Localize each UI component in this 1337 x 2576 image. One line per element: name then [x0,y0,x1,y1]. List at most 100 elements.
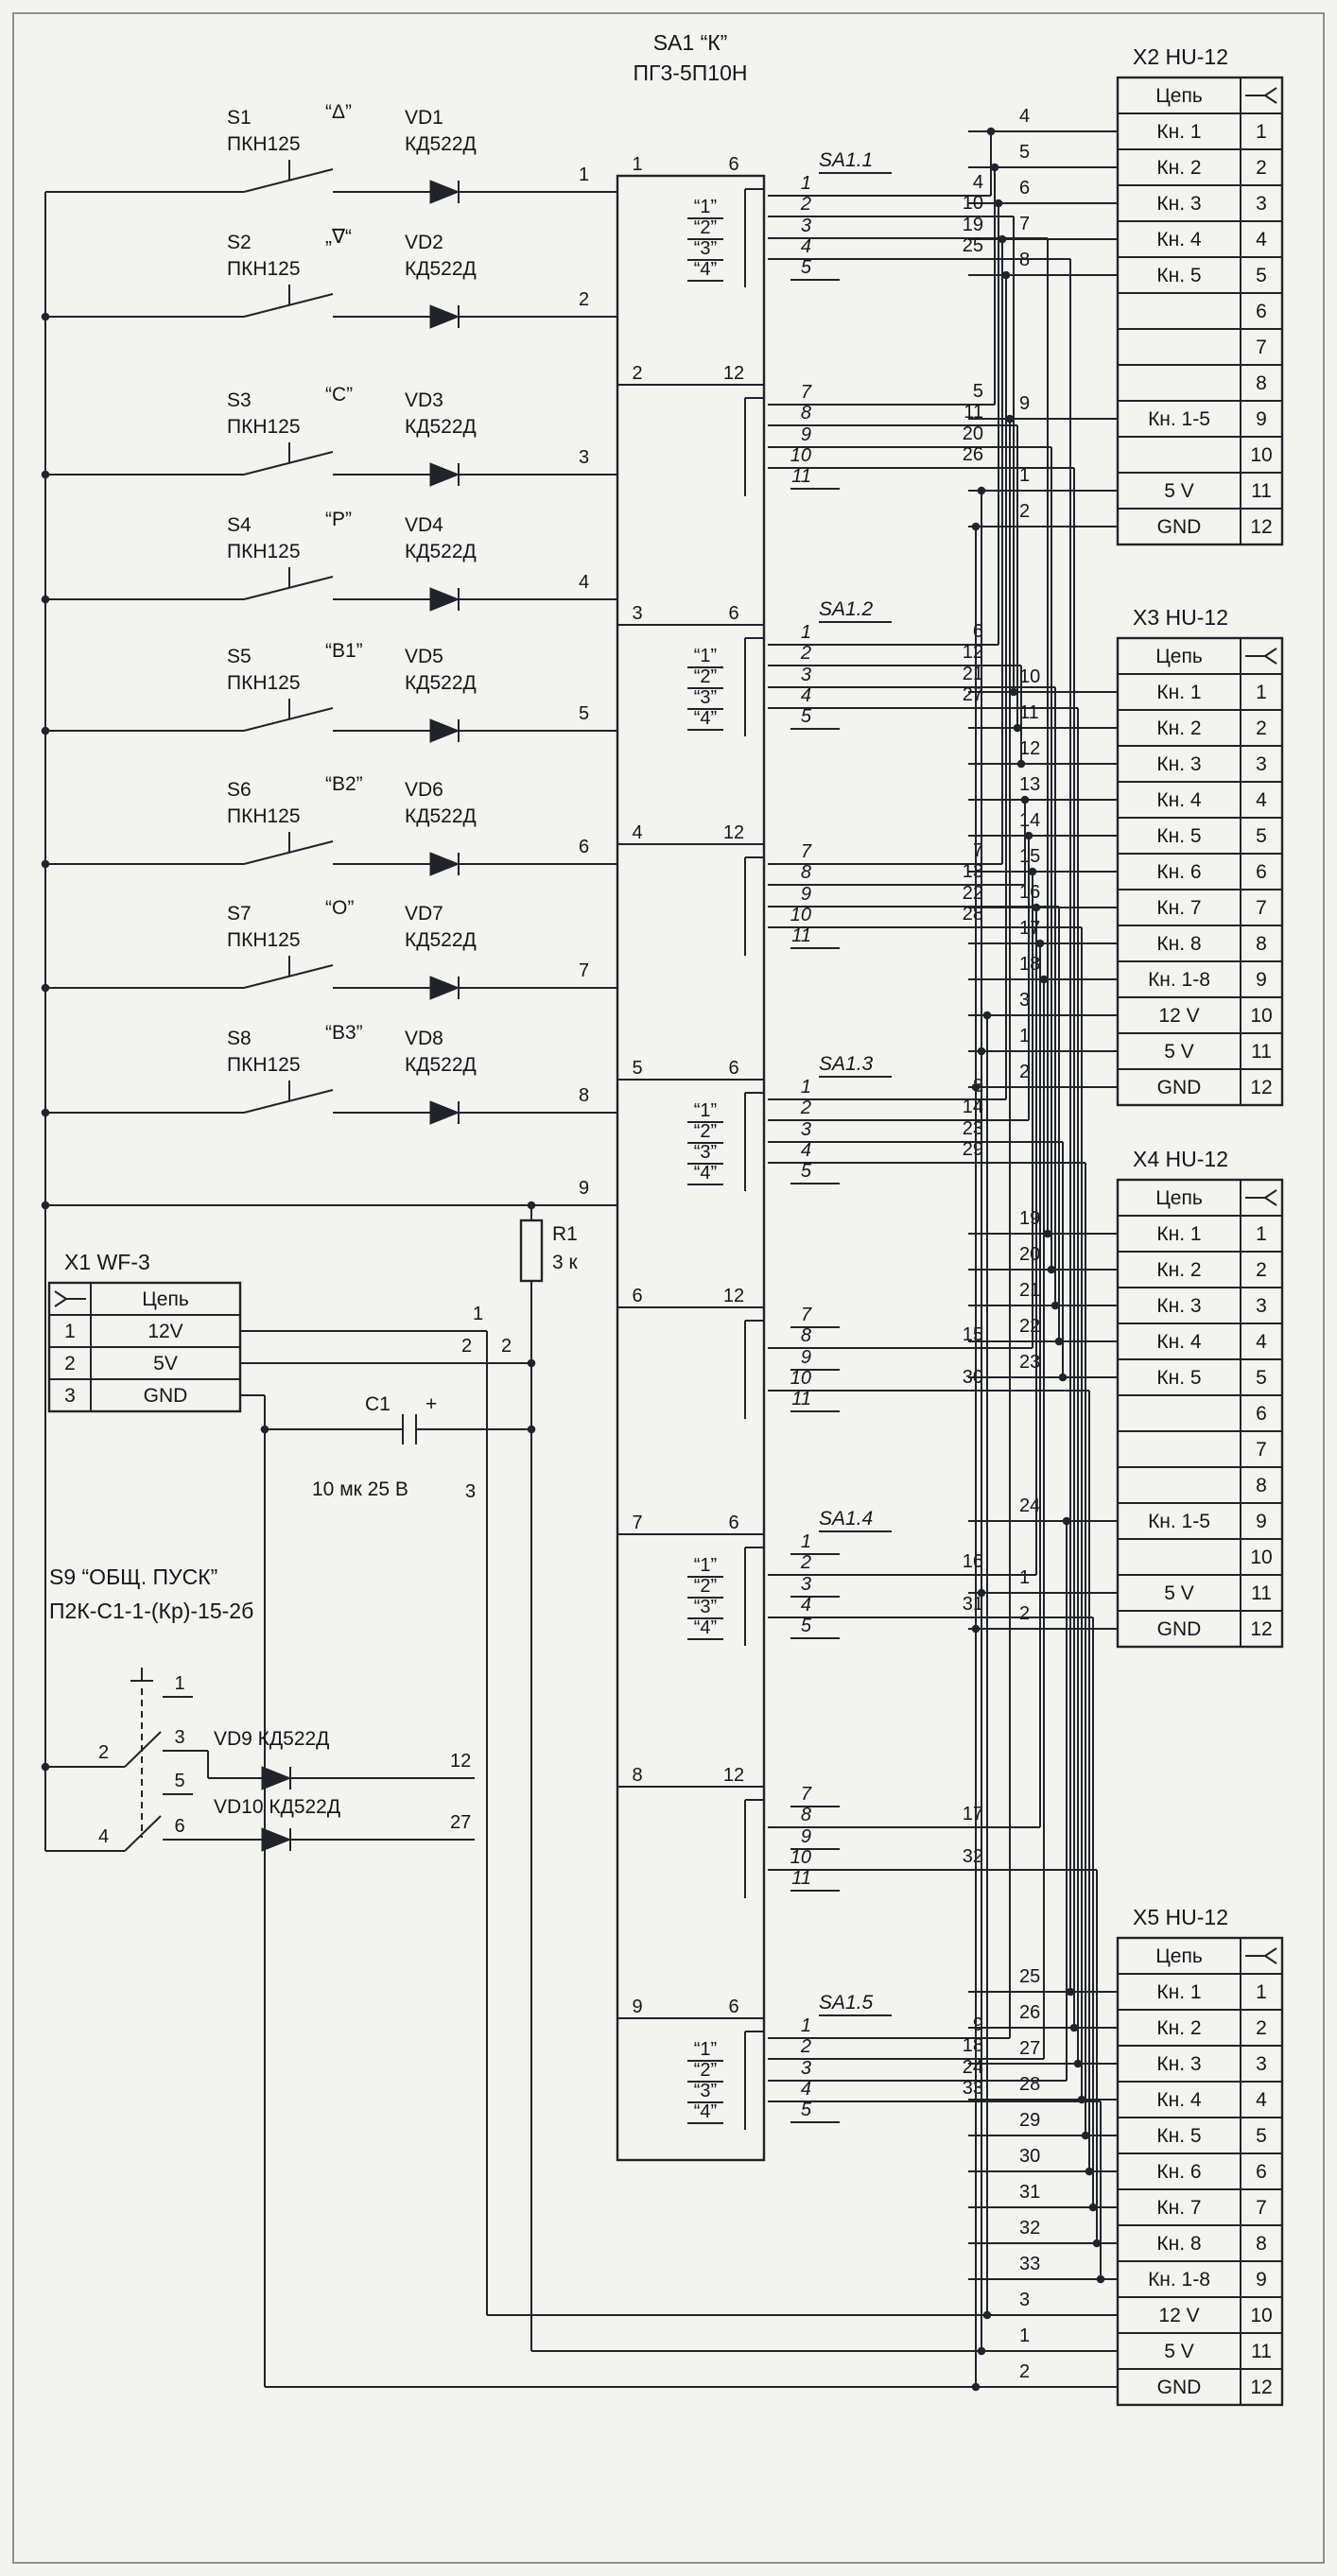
switch-type: ПКН125 [227,258,301,280]
junction-dot [1096,2274,1105,2284]
sa1-position-label: “3” [694,1142,717,1163]
sa1-contact-number: 1 [801,173,811,194]
circuit-cell: Кн. 5 [1156,2125,1201,2147]
sa1-contact-number: 3 [801,2058,811,2079]
pin-cell: 3 [1256,1295,1267,1317]
junction-dot [977,1046,986,1056]
diode-type: КД522Д [405,133,477,155]
wire-number: 6 [579,837,589,857]
switch-ref: S1 [227,107,252,129]
pin-cell: 4 [1256,789,1267,811]
sa1-position-label: “2” [694,1576,717,1597]
table-circuit-header: Цепь [1155,85,1203,107]
circuit-cell: 5 V [1164,1041,1194,1063]
wire-number: 15 [963,1324,983,1345]
junction-dot [1039,975,1049,984]
sa1-position-label: “2” [694,2060,717,2081]
circuit-cell: Кн. 3 [1156,193,1201,215]
switch-type: ПКН125 [227,672,301,694]
pin-cell: 1 [1256,121,1267,143]
pin-cell: 12 [1250,1077,1272,1098]
pin-cell: 6 [1256,2161,1267,2183]
junction-dot [1081,2131,1090,2140]
wire-number: 23 [963,1118,983,1139]
pin-cell: 2 [1256,157,1267,179]
sa1-contact-number: 10 [790,445,811,466]
sa1-contact-number: 8 [801,1805,811,1825]
pin-cell: 4 [1256,1331,1267,1353]
sa1-title: SA1 “К” [652,30,728,55]
wire-number: 13 [1019,774,1040,795]
sa1-position-label: “3” [694,687,717,708]
switch-cap-label: “Δ” [325,101,352,123]
pin-cell: 7 [1256,897,1267,919]
circuit-cell: GND [1157,516,1202,538]
wire-number: 24 [963,2057,983,2078]
capacitor-value: 10 мк 25 В [312,1478,408,1500]
connector-title: X1 WF-3 [64,1250,150,1274]
circuit-cell: Кн. 1 [1156,1981,1201,2003]
switch-type: П2К-С1-1-(Кр)-15-2б [49,1599,253,1623]
wire-number: 7 [973,840,983,861]
circuit-cell: Кн. 2 [1156,717,1201,739]
sa1-contact-number: 4 [801,1140,811,1161]
junction-dot [1092,2239,1102,2248]
plug-symbol-icon [54,1290,67,1300]
pin-cell: 1 [64,1321,76,1342]
sa1-position-label: “4” [694,708,717,729]
circuit-cell: 5 V [1164,2341,1194,2362]
resistor-value: 3 к [552,1252,579,1273]
wire-number: 8 [579,1085,589,1106]
junction-dot [1001,270,1011,280]
wire-number: 5 [1019,142,1030,163]
sa1-left-pin: 6 [632,1286,642,1306]
diode-VD4 [429,587,460,612]
circuit-cell: Кн. 6 [1156,861,1201,883]
pin-cell: 4 [1256,229,1267,251]
diode-ref: VD9 КД522Д [214,1728,329,1750]
pin-cell: 5 [1256,265,1267,286]
sa1-contact-number: 10 [790,1847,811,1868]
switch-ref: S7 [227,903,252,925]
switch-type: ПКН125 [227,929,301,951]
junction-dot [1005,414,1015,424]
pin-cell: 11 [1251,1582,1272,1604]
pin-cell: 7 [1256,337,1267,358]
pin-cell: 2 [64,1353,76,1374]
junction-dot [971,1624,981,1634]
sa1-position-label: “1” [694,2039,717,2060]
wire-number: 5 [973,381,983,402]
pin-cell: 2 [1256,717,1267,739]
pin-cell: 3 [1256,2053,1267,2075]
wire-number: 12 [1019,738,1040,759]
circuit-cell: Кн. 5 [1156,265,1201,286]
circuit-cell: GND [1157,1618,1202,1640]
drawing-border [12,12,1325,2564]
sa1-contact-number: 2 [800,194,811,215]
wire-number: 11 [964,402,983,423]
wire-number: 28 [1019,2074,1040,2095]
diode-type: КД522Д [405,258,477,280]
table-circuit-header: Цепь [1155,1187,1203,1209]
sa1-position-label: “4” [694,1617,717,1638]
wire-number: 23 [1019,1352,1040,1373]
sa1-position-label: “2” [694,1121,717,1142]
sa1-pole-label: SA1.2 [819,598,874,620]
switch-type: ПКН125 [227,805,301,827]
sa1-pole-label: SA1.1 [819,149,873,171]
pin-cell: 11 [1251,2341,1272,2362]
junction-dot [1047,1265,1056,1274]
wire-number: 31 [1019,2182,1040,2203]
diode-ref: VD4 [405,514,443,536]
diode-vd10 [261,1827,292,1852]
wire-number: 3 [1019,990,1030,1011]
diode-ref: VD6 [405,779,443,801]
wire-number: 31 [963,1594,983,1615]
sa1-contact-number: 4 [801,2079,811,2100]
s9-pin: 3 [174,1727,184,1748]
junction-dot [977,1588,986,1598]
circuit-cell: Кн. 2 [1156,157,1201,179]
sa1-left-pin: 3 [632,603,642,624]
switch-ref: S3 [227,389,252,411]
